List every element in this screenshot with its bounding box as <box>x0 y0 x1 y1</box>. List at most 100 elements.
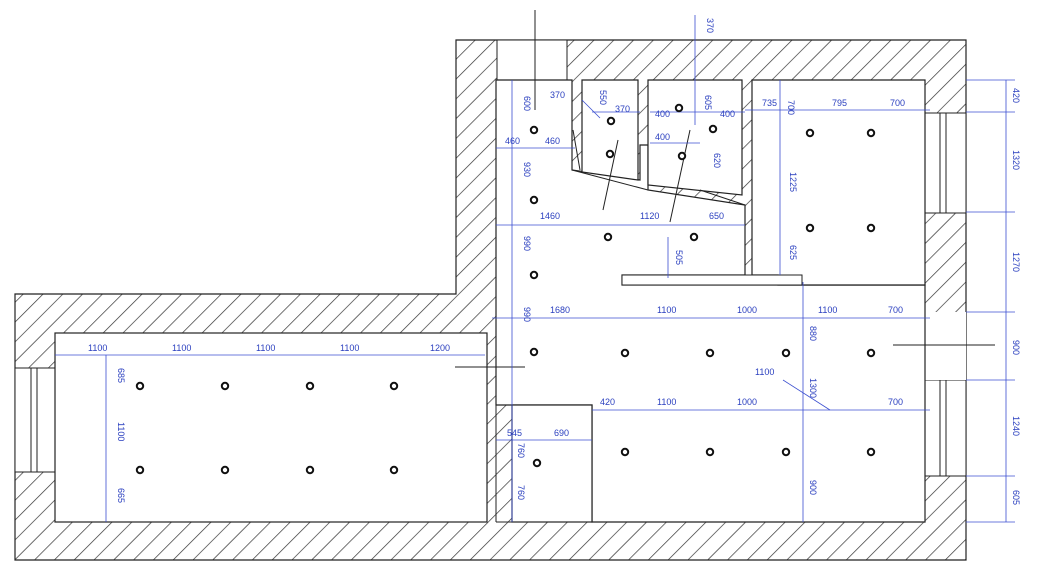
dim-label: 1680 <box>550 305 570 315</box>
light-fixture <box>529 125 539 135</box>
dim-label: 700 <box>890 98 905 108</box>
light-fixture <box>781 348 791 358</box>
light-fixture <box>866 348 876 358</box>
dim-label: 1200 <box>430 343 450 353</box>
dim-label: 1270 <box>1011 252 1021 272</box>
light-fixture <box>705 348 715 358</box>
light-fixture <box>532 458 542 468</box>
dim-label: 400 <box>720 109 735 119</box>
dim-label: 1460 <box>540 211 560 221</box>
dim-label: 1300 <box>808 378 818 398</box>
dim-label: 1120 <box>640 211 659 221</box>
dim-label: 370 <box>550 90 565 100</box>
light-fixture <box>674 103 684 113</box>
light-fixture <box>603 232 613 242</box>
light-fixture <box>135 381 145 391</box>
door-opening-right <box>925 312 966 380</box>
dim-label: 1100 <box>818 305 837 315</box>
left-room <box>54 332 488 523</box>
dim-label: 735 <box>762 98 777 108</box>
light-fixture <box>220 465 230 475</box>
partition-wall <box>621 274 803 286</box>
light-fixture <box>781 447 791 457</box>
ceiling-lights <box>135 103 876 475</box>
dim-label: 420 <box>600 397 615 407</box>
dim-label: 370 <box>615 104 630 114</box>
dim-label: 1225 <box>788 172 798 192</box>
windows <box>14 39 967 477</box>
light-fixture <box>866 223 876 233</box>
light-fixture <box>135 465 145 475</box>
light-fixture <box>689 232 699 242</box>
dim-label: 460 <box>505 136 520 146</box>
light-fixture <box>677 151 687 161</box>
dim-label: 1000 <box>737 305 757 315</box>
dim-label: 650 <box>709 211 724 221</box>
dim-label: 1100 <box>657 397 676 407</box>
dim-label: 1100 <box>88 343 107 353</box>
light-fixture <box>705 447 715 457</box>
closet-2 <box>647 79 743 196</box>
dim-label: 420 <box>1011 88 1021 103</box>
bathroom <box>511 404 593 523</box>
dim-label: 700 <box>888 305 903 315</box>
window-left <box>14 367 56 473</box>
dim-label: 605 <box>703 95 713 110</box>
light-fixture <box>866 447 876 457</box>
dim-label: 1100 <box>172 343 191 353</box>
dim-label: 1100 <box>116 422 126 441</box>
dim-label: 900 <box>808 480 818 495</box>
light-fixture <box>305 465 315 475</box>
dim-label: 1100 <box>755 367 774 377</box>
dim-label: 600 <box>522 96 532 111</box>
dim-label: 990 <box>522 236 532 251</box>
light-fixture <box>866 128 876 138</box>
light-fixture <box>708 124 718 134</box>
closet-1 <box>581 79 639 181</box>
leader-lines <box>455 10 995 368</box>
light-fixture <box>620 348 630 358</box>
dim-label: 930 <box>522 162 532 177</box>
dim-label: 1100 <box>657 305 676 315</box>
light-fixture <box>220 381 230 391</box>
light-fixture <box>529 195 539 205</box>
dim-label: 795 <box>832 98 847 108</box>
dim-label: 1100 <box>340 343 359 353</box>
dim-label: 400 <box>655 132 670 142</box>
door-opening-top <box>496 39 568 81</box>
dim-label: 700 <box>786 100 796 115</box>
dim-label: 625 <box>788 245 798 260</box>
dim-label: 370 <box>705 18 715 33</box>
light-fixture <box>805 128 815 138</box>
dim-label: 700 <box>888 397 903 407</box>
dim-label: 545 <box>507 428 522 438</box>
dim-label: 665 <box>116 488 126 503</box>
light-fixture <box>606 116 616 126</box>
light-fixture <box>805 223 815 233</box>
dim-label: 900 <box>1011 340 1021 355</box>
light-fixture <box>305 381 315 391</box>
light-fixture <box>529 347 539 357</box>
dim-label: 550 <box>598 90 608 105</box>
dim-label: 690 <box>554 428 569 438</box>
dim-label: 460 <box>545 136 560 146</box>
dim-label: 505 <box>674 250 684 265</box>
dim-label: 605 <box>1011 490 1021 505</box>
dim-label: 1240 <box>1011 416 1021 436</box>
dimension-lines <box>55 15 1015 523</box>
right-room <box>751 79 926 286</box>
dim-label: 685 <box>116 368 126 383</box>
light-fixture <box>605 149 615 159</box>
dimension-labels: 1100 1100 1100 1100 1200 685 1100 665 60… <box>88 18 1021 505</box>
dim-label: 760 <box>516 443 526 458</box>
dim-label: 990 <box>522 307 532 322</box>
dim-label: 760 <box>516 485 526 500</box>
dim-label: 400 <box>655 109 670 119</box>
light-fixture <box>389 381 399 391</box>
dim-label: 620 <box>712 153 722 168</box>
dim-label: 1320 <box>1011 150 1021 170</box>
dim-label: 1000 <box>737 397 757 407</box>
dim-label: 1100 <box>256 343 275 353</box>
light-fixture <box>389 465 399 475</box>
